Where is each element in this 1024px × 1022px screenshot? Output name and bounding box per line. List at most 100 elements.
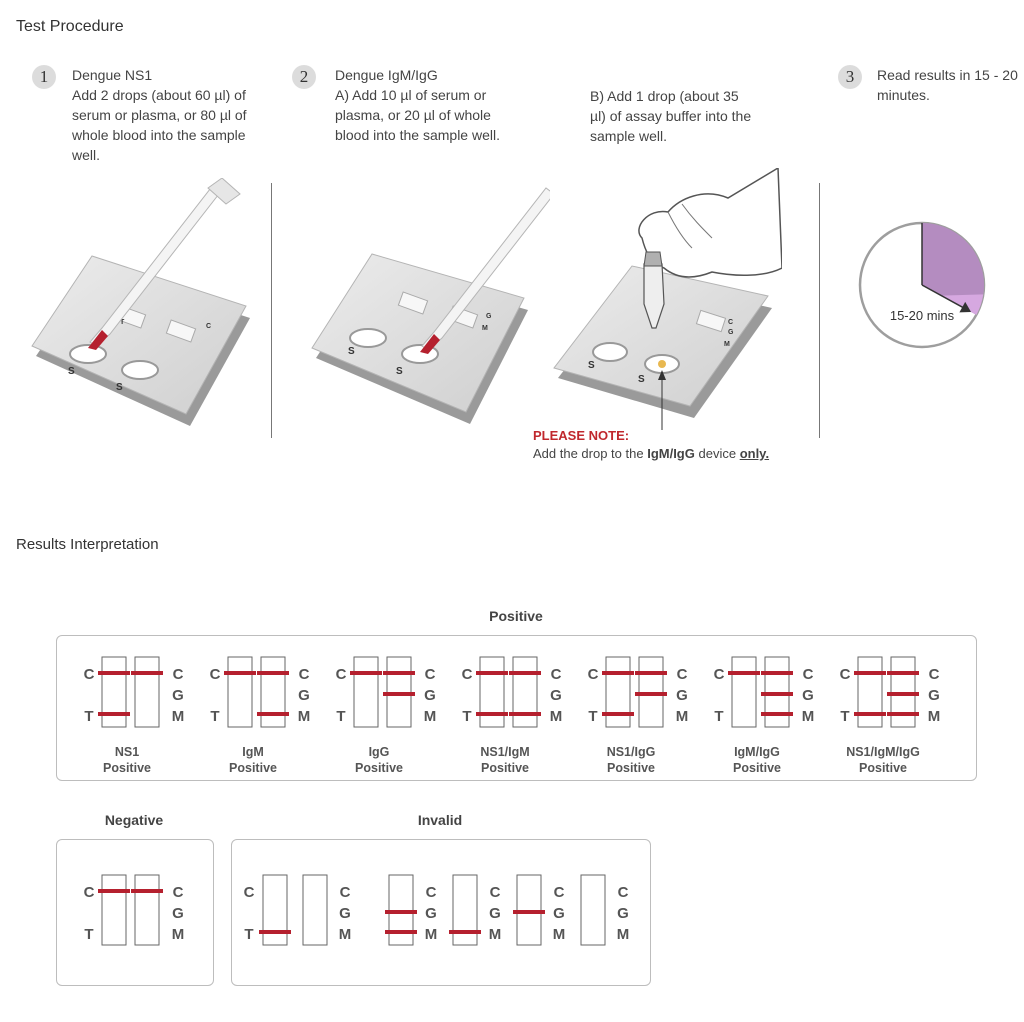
step-2-line: A) Add 10 µl of serum or: [335, 87, 487, 103]
step-2-number: 2: [292, 65, 316, 89]
timer-clock: 15-20 mins: [858, 221, 986, 349]
strip-letter-c: C: [340, 884, 351, 901]
test-strip: [731, 656, 757, 728]
step-1-line: Dengue NS1: [72, 67, 153, 83]
device-letter-t: T: [120, 319, 125, 326]
test-strip: [262, 874, 288, 946]
result-line-c: [854, 671, 886, 675]
test-strip: [580, 874, 606, 946]
step-2-line: Dengue IgM/IgG: [335, 67, 438, 83]
strip-letter-g: G: [489, 905, 501, 922]
sample-well: [349, 328, 387, 348]
device-letter-s: S: [348, 346, 355, 357]
result-line-c: [887, 671, 919, 675]
result-line-m: [887, 712, 919, 716]
timer-label: 15-20 mins: [890, 308, 955, 323]
ns1-device-illustration: S S T C: [31, 178, 250, 426]
negative-title: Negative: [104, 812, 164, 828]
strip-letter-g: G: [928, 687, 940, 704]
result-line-c: [383, 671, 415, 675]
strip-letter-c: C: [244, 884, 255, 901]
test-strip: [302, 874, 328, 946]
strip-letter-g: G: [339, 905, 351, 922]
step-2b-line: B) Add 1 drop (about 35: [590, 88, 739, 104]
strip-letter-c: C: [929, 666, 940, 683]
step-1-line: well.: [72, 147, 101, 163]
strip-letter-t: T: [462, 708, 471, 725]
results-title: Results Interpretation: [16, 536, 159, 553]
strip-letter-t: T: [84, 926, 93, 943]
step-1-line: whole blood into the sample: [72, 127, 246, 143]
test-strip: [101, 874, 127, 946]
sample-well: [69, 344, 107, 364]
sample-well: [121, 360, 159, 380]
timer-elapsed: [922, 223, 984, 315]
strip-letter-g: G: [425, 905, 437, 922]
device-letter-m: M: [724, 341, 730, 348]
device-letter-s: S: [116, 382, 123, 393]
device-top: [311, 253, 525, 413]
test-strip: [134, 656, 160, 728]
device-letter-g: G: [728, 329, 734, 336]
divider: [271, 183, 272, 438]
result-line-g: [635, 692, 667, 696]
buffer-drop: [658, 360, 666, 368]
strip-letter-m: M: [550, 708, 563, 725]
strip-letter-g: G: [424, 687, 436, 704]
device-letter-g: G: [486, 313, 492, 320]
strip-letter-c: C: [425, 666, 436, 683]
result-caption: Positive: [859, 761, 907, 775]
note-middle: device: [694, 446, 740, 461]
test-strip: [512, 656, 538, 728]
strip-letter-g: G: [172, 905, 184, 922]
strip-letter-t: T: [588, 708, 597, 725]
strip-letter-t: T: [840, 708, 849, 725]
step-2b-line: µl) of assay buffer into the: [590, 108, 752, 124]
result-line-c: [98, 889, 130, 893]
strip-letter-m: M: [425, 926, 438, 943]
result-line-t: [602, 712, 634, 716]
step-1-text: Dengue NS1 Add 2 drops (about 60 µl) of …: [72, 65, 272, 165]
device-letter-s: S: [588, 360, 595, 371]
strip-letter-c: C: [618, 884, 629, 901]
result-line-c: [509, 671, 541, 675]
device-letter-c: C: [206, 323, 211, 330]
strip-letter-m: M: [339, 926, 352, 943]
test-strip: [479, 656, 505, 728]
result-window: [165, 319, 197, 343]
test-strip: [353, 656, 379, 728]
strip-letter-c: C: [173, 884, 184, 901]
strip-letter-c: C: [173, 666, 184, 683]
result-line-c: [602, 671, 634, 675]
step-2b-line: sample well.: [590, 128, 668, 144]
result-line-m: [385, 930, 417, 934]
strip-letter-c: C: [554, 884, 565, 901]
result-caption: IgM/IgG: [734, 745, 780, 759]
strip-letter-c: C: [588, 666, 599, 683]
result-caption: IgM: [242, 745, 264, 759]
step-1-number: 1: [32, 65, 56, 89]
blood-drop: [88, 330, 108, 350]
strip-letter-c: C: [714, 666, 725, 683]
result-line-t: [854, 712, 886, 716]
strip-letter-c: C: [336, 666, 347, 683]
note-text: Add the drop to the IgM/IgG device only.: [533, 446, 769, 461]
step-2b-text: B) Add 1 drop (about 35 µl) of assay buf…: [590, 86, 790, 146]
dropper-cap: [643, 251, 663, 267]
result-line-g: [513, 910, 545, 914]
result-line-c: [761, 671, 793, 675]
result-line-g: [761, 692, 793, 696]
strip-letter-t: T: [210, 708, 219, 725]
strip-letter-c: C: [299, 666, 310, 683]
strip-letter-m: M: [172, 926, 185, 943]
result-caption: Positive: [355, 761, 403, 775]
strip-letter-c: C: [840, 666, 851, 683]
strip-letter-m: M: [802, 708, 815, 725]
result-window: [397, 291, 429, 315]
result-window: [695, 309, 727, 333]
strip-letter-m: M: [928, 708, 941, 725]
result-caption: Positive: [607, 761, 655, 775]
result-caption: NS1/IgM: [480, 745, 529, 759]
strip-letter-m: M: [553, 926, 566, 943]
strip-letter-t: T: [336, 708, 345, 725]
